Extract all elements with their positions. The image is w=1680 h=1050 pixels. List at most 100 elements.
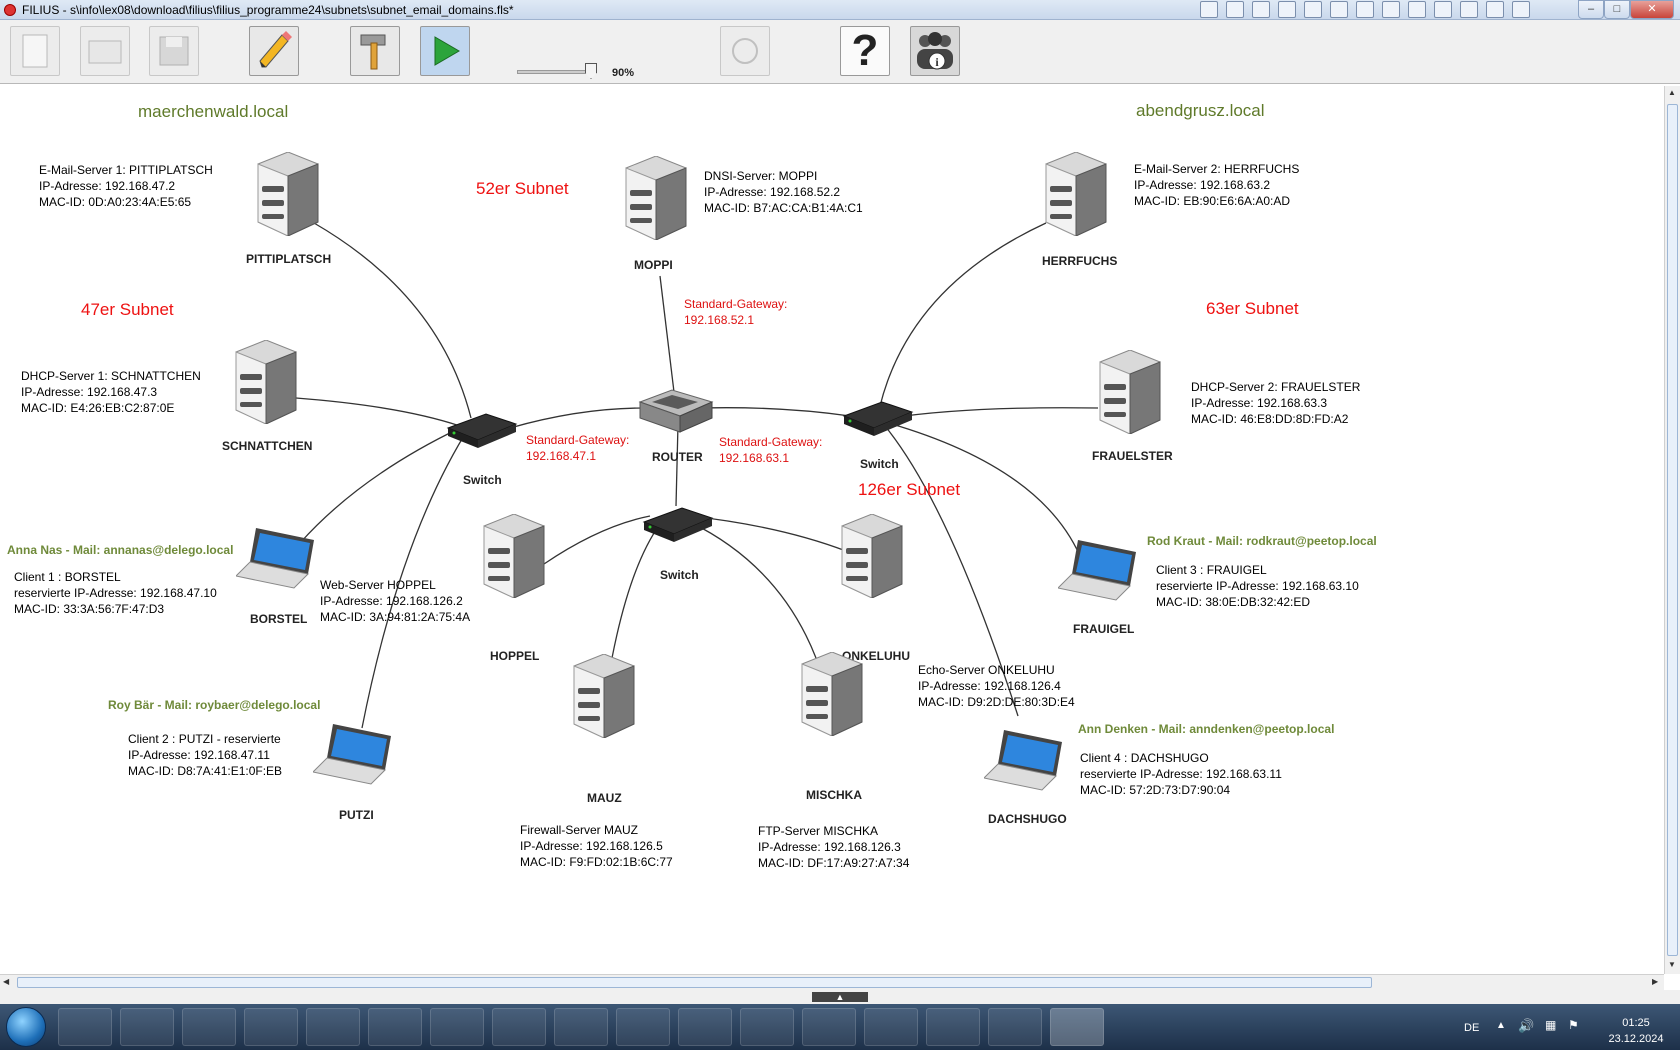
- info-button[interactable]: i: [910, 26, 960, 76]
- speed-slider-thumb[interactable]: [585, 63, 597, 79]
- cable-herrfuchs-switch[interactable]: [879, 222, 1047, 407]
- vertical-scrollbar[interactable]: ▲ ▼: [1664, 86, 1680, 974]
- scroll-up-arrow-icon[interactable]: ▲: [1668, 88, 1676, 97]
- taskbar-calculator-icon[interactable]: [306, 1008, 360, 1046]
- keyboard-language[interactable]: DE: [1464, 1022, 1480, 1034]
- quicklaunch-icon-6[interactable]: [1330, 1, 1348, 18]
- scroll-left-arrow-icon[interactable]: ◀: [3, 977, 10, 986]
- device-name-pittiplatsch: PITTIPLATSCH: [246, 252, 332, 266]
- device-dachshugo[interactable]: [982, 728, 1068, 797]
- cable-router-switch-right[interactable]: [699, 407, 851, 417]
- quicklaunch-icon-1[interactable]: [1200, 1, 1218, 18]
- taskbar-app-icon-11[interactable]: [678, 1008, 732, 1046]
- quicklaunch-icon-9[interactable]: [1408, 1, 1426, 18]
- cable-router-switch-bottom[interactable]: [675, 423, 679, 507]
- maximize-button[interactable]: □: [1604, 0, 1630, 19]
- device-switch-right[interactable]: [842, 400, 914, 443]
- device-moppi[interactable]: [620, 155, 692, 245]
- network-analysis-button[interactable]: [720, 26, 770, 76]
- network-icon[interactable]: ▦: [1545, 1018, 1557, 1032]
- device-herrfuchs[interactable]: [1040, 151, 1112, 241]
- taskbar-filius-icon[interactable]: [1050, 1008, 1104, 1046]
- device-frauelster[interactable]: [1094, 349, 1166, 439]
- cable-hoppel-switch[interactable]: [543, 515, 651, 565]
- minimize-button[interactable]: –: [1578, 0, 1604, 19]
- cable-borstel-switch[interactable]: [299, 427, 461, 544]
- quicklaunch-icon-3[interactable]: [1252, 1, 1270, 18]
- simulation-mode-button[interactable]: [420, 26, 470, 76]
- network-canvas[interactable]: maerchenwald.local abendgrusz.local 52er…: [0, 86, 1664, 974]
- speed-slider-track[interactable]: [517, 70, 593, 74]
- device-pittiplatsch[interactable]: [252, 151, 324, 241]
- cable-dachshugo-switch[interactable]: [884, 425, 1019, 717]
- device-hoppel[interactable]: [478, 513, 550, 603]
- design-mode-button[interactable]: [249, 26, 299, 76]
- cable-fraugel-switch[interactable]: [884, 421, 1081, 557]
- device-borstel[interactable]: [234, 526, 320, 595]
- taskbar-chrome-icon[interactable]: [430, 1008, 484, 1046]
- open-file-button[interactable]: [80, 26, 130, 76]
- help-button[interactable]: ?: [840, 26, 890, 76]
- taskbar-app-icon-4[interactable]: [244, 1008, 298, 1046]
- clock-date[interactable]: 23.12.2024: [1608, 1033, 1664, 1045]
- start-button[interactable]: [6, 1007, 46, 1047]
- vertical-scroll-thumb[interactable]: [1667, 104, 1678, 956]
- device-name-moppi: MOPPI: [634, 258, 673, 272]
- taskbar-app-icon-16[interactable]: [988, 1008, 1042, 1046]
- cable-switch-router[interactable]: [509, 407, 645, 429]
- device-switch-bottom[interactable]: [642, 506, 714, 549]
- info-line: FTP-Server MISCHKA: [758, 824, 879, 838]
- device-schnattchen[interactable]: [230, 339, 302, 429]
- volume-icon[interactable]: 🔊: [1518, 1018, 1535, 1033]
- device-fraugel[interactable]: [1056, 538, 1142, 607]
- taskbar-app-icon-15[interactable]: [926, 1008, 980, 1046]
- quicklaunch-icon-7[interactable]: [1356, 1, 1374, 18]
- taskbar-app-icon-6[interactable]: [368, 1008, 422, 1046]
- build-mode-button[interactable]: [350, 26, 400, 76]
- quicklaunch-icon-12[interactable]: [1486, 1, 1504, 18]
- taskbar-explorer-icon[interactable]: [58, 1008, 112, 1046]
- device-router[interactable]: [636, 388, 716, 441]
- cable-mauz-switch[interactable]: [611, 523, 661, 659]
- expand-panel-button[interactable]: ▲: [812, 992, 868, 1002]
- cable-putzi-switch[interactable]: [361, 425, 471, 729]
- taskbar-media-icon[interactable]: [492, 1008, 546, 1046]
- action-center-flag-icon[interactable]: ⚑: [1568, 1018, 1579, 1032]
- taskbar-app-icon-13[interactable]: [802, 1008, 856, 1046]
- save-button[interactable]: [149, 26, 199, 76]
- horizontal-scroll-thumb[interactable]: [17, 977, 1372, 988]
- device-putzi[interactable]: [311, 722, 397, 791]
- taskbar-app-icon-12[interactable]: [740, 1008, 794, 1046]
- close-button[interactable]: ✕: [1630, 0, 1674, 19]
- quicklaunch-icon-2[interactable]: [1226, 1, 1244, 18]
- info-line: DHCP-Server 2: FRAUELSTER: [1191, 380, 1361, 394]
- taskbar-app-icon-2[interactable]: [120, 1008, 174, 1046]
- scroll-right-arrow-icon[interactable]: ▶: [1652, 977, 1659, 986]
- cable-pittiplatsch-switch[interactable]: [313, 222, 472, 419]
- quicklaunch-icon-8[interactable]: [1382, 1, 1400, 18]
- user-mail-borstel: Anna Nas - Mail: annanas@delego.local: [7, 543, 234, 557]
- taskbar-app-icon-3[interactable]: [182, 1008, 236, 1046]
- clock-time[interactable]: 01:25: [1622, 1017, 1650, 1029]
- taskbar-arduino-icon[interactable]: [864, 1008, 918, 1046]
- quicklaunch-icon-10[interactable]: [1434, 1, 1452, 18]
- cable-moppi-router[interactable]: [659, 275, 675, 393]
- new-file-button[interactable]: [10, 26, 60, 76]
- device-name-frauelster: FRAUELSTER: [1092, 449, 1173, 463]
- tray-expand-icon[interactable]: ▲: [1496, 1020, 1506, 1031]
- device-switch-left[interactable]: [446, 412, 518, 455]
- quicklaunch-icon-4[interactable]: [1278, 1, 1296, 18]
- quicklaunch-icon-13[interactable]: [1512, 1, 1530, 18]
- taskbar-paint-icon[interactable]: [616, 1008, 670, 1046]
- cable-schnattchen-switch[interactable]: [295, 397, 461, 427]
- device-mischka[interactable]: [796, 651, 868, 741]
- scroll-down-arrow-icon[interactable]: ▼: [1668, 960, 1676, 969]
- taskbar-app-icon-9[interactable]: [554, 1008, 608, 1046]
- device-onkeluhu[interactable]: [836, 513, 908, 603]
- cable-mischka-switch[interactable]: [689, 521, 817, 659]
- device-mauz[interactable]: [568, 653, 640, 743]
- horizontal-scrollbar[interactable]: ◀ ▶: [0, 974, 1664, 990]
- cable-frauelster-switch[interactable]: [889, 407, 1099, 419]
- quicklaunch-icon-11[interactable]: [1460, 1, 1478, 18]
- quicklaunch-icon-5[interactable]: [1304, 1, 1322, 18]
